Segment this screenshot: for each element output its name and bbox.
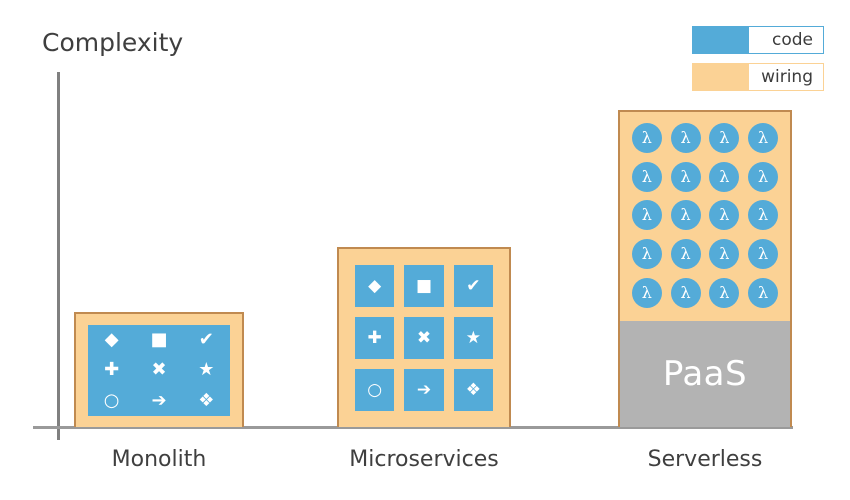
monolith-code-block: ◆ ■ ✔ ✚ ✖ ★ ○ ➔ ❖ — [88, 325, 230, 416]
four-diamond-icon: ❖ — [465, 379, 481, 400]
lambda-icon[interactable]: λ — [709, 239, 740, 270]
plus-icon: ✚ — [367, 327, 382, 348]
lambda-icon[interactable]: λ — [631, 122, 662, 153]
arrow-right-icon: ➔ — [416, 379, 432, 400]
lambda-icon[interactable]: λ — [748, 161, 779, 192]
circle-icon: ○ — [367, 379, 383, 400]
service-tile[interactable]: ❖ — [453, 369, 493, 411]
lambda-icon[interactable]: λ — [670, 200, 701, 231]
x-label-microservices: Microservices — [349, 447, 499, 472]
lambda-icon[interactable]: λ — [670, 278, 701, 309]
lambda-icon[interactable]: λ — [748, 200, 779, 231]
service-tile[interactable]: ➔ — [404, 369, 444, 411]
legend-item-code[interactable]: code — [692, 26, 824, 54]
lambda-icon[interactable]: λ — [631, 278, 662, 309]
bar-monolith[interactable]: ◆ ■ ✔ ✚ ✖ ★ ○ ➔ ❖ — [74, 312, 244, 427]
lambda-icon[interactable]: λ — [670, 122, 701, 153]
x-label-monolith: Monolith — [111, 447, 207, 472]
lambda-icon[interactable]: λ — [748, 239, 779, 270]
check-icon: ✔ — [466, 275, 481, 296]
diamond-icon: ◆ — [104, 329, 119, 351]
lambda-icon[interactable]: λ — [670, 161, 701, 192]
diamond-icon: ◆ — [368, 275, 382, 296]
x-label-serverless: Serverless — [647, 447, 763, 472]
square-icon: ■ — [150, 329, 168, 351]
lambda-icon[interactable]: λ — [709, 122, 740, 153]
star-icon: ★ — [465, 327, 481, 348]
lambda-icon[interactable]: λ — [631, 161, 662, 192]
star-icon: ★ — [198, 359, 215, 381]
service-tile[interactable]: ■ — [404, 265, 444, 307]
service-tile[interactable]: ✚ — [355, 317, 395, 359]
lambda-icon[interactable]: λ — [748, 278, 779, 309]
plus-icon: ✚ — [104, 359, 120, 381]
lambda-icon[interactable]: λ — [631, 239, 662, 270]
legend-label-code: code — [748, 26, 824, 54]
service-tile[interactable]: ◆ — [355, 265, 395, 307]
chart-legend: code wiring — [692, 26, 824, 100]
lambda-icon[interactable]: λ — [631, 200, 662, 231]
legend-label-wiring: wiring — [748, 63, 824, 91]
service-tile[interactable]: ✔ — [453, 265, 493, 307]
paas-platform-block: PaaS — [620, 321, 790, 427]
four-diamond-icon: ❖ — [198, 389, 215, 411]
service-tile[interactable]: ★ — [453, 317, 493, 359]
service-tile[interactable]: ○ — [355, 369, 395, 411]
square-icon: ■ — [415, 275, 433, 296]
circle-icon: ○ — [103, 389, 120, 411]
cross-icon: ✖ — [416, 327, 432, 348]
lambda-icon[interactable]: λ — [670, 239, 701, 270]
lambda-icon[interactable]: λ — [709, 278, 740, 309]
lambda-icon[interactable]: λ — [709, 200, 740, 231]
legend-swatch-code — [692, 26, 748, 54]
microservices-service-grid: ◆ ■ ✔ ✚ ✖ ★ ○ ➔ ❖ — [355, 265, 493, 411]
arrow-right-icon: ➔ — [151, 389, 167, 411]
y-axis-line — [57, 72, 60, 440]
bar-serverless[interactable]: λ λ λ λ λ λ λ λ λ λ λ λ λ λ λ λ λ λ λ λ … — [618, 110, 792, 427]
legend-item-wiring[interactable]: wiring — [692, 63, 824, 91]
service-tile[interactable]: ✖ — [404, 317, 444, 359]
y-axis-title: Complexity — [42, 28, 184, 57]
x-axis-line — [33, 426, 793, 429]
serverless-function-grid: λ λ λ λ λ λ λ λ λ λ λ λ λ λ λ λ λ λ λ λ — [620, 112, 790, 319]
cross-icon: ✖ — [151, 359, 167, 381]
legend-swatch-wiring — [692, 63, 748, 91]
check-icon: ✔ — [198, 329, 214, 351]
bar-microservices[interactable]: ◆ ■ ✔ ✚ ✖ ★ ○ ➔ ❖ — [337, 247, 511, 427]
lambda-icon[interactable]: λ — [709, 161, 740, 192]
lambda-icon[interactable]: λ — [748, 122, 779, 153]
